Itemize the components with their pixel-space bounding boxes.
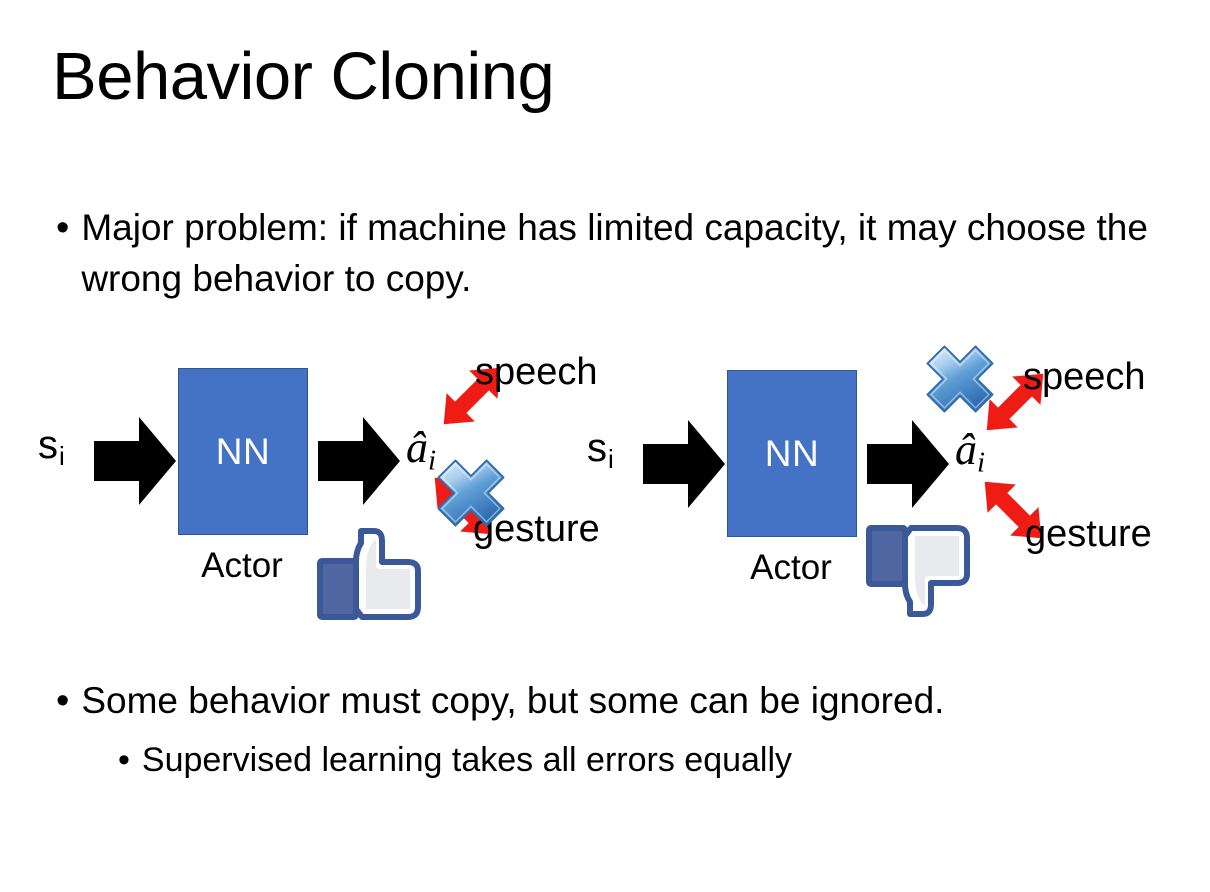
branch-label-right-gesture: gesture <box>1025 513 1152 555</box>
output-arrow-left-icon <box>318 417 400 505</box>
action-label-left: âi <box>406 423 437 477</box>
input-arrow-right-icon <box>643 420 725 508</box>
diagram-left: si NN Actor âi <box>30 340 630 630</box>
actor-label-right: Actor <box>750 548 832 587</box>
bullet-bottom-1: • Some behavior must copy, but some can … <box>56 675 1186 727</box>
actor-label-left: Actor <box>201 546 283 585</box>
bullet-marker-icon: • <box>118 741 130 779</box>
branch-arrow-right-speech-icon <box>967 354 1063 450</box>
cross-out-right-speech-icon <box>923 342 997 416</box>
bullet-bottom-1-text: Some behavior must copy, but some can be… <box>81 680 945 721</box>
diagram-right: si NN Actor âi <box>575 340 1200 630</box>
bullet-marker-icon: • <box>56 207 70 249</box>
bullet-marker-icon: • <box>56 680 70 722</box>
bullet-top: • Major problem: if machine has limited … <box>56 202 1156 304</box>
output-arrow-right-icon <box>867 420 949 508</box>
bullet-top-text: Major problem: if machine has limited ca… <box>81 207 1148 300</box>
branch-arrow-left-speech-icon <box>426 350 518 442</box>
thumbs-up-icon <box>314 525 426 625</box>
nn-box-right-label: NN <box>764 433 820 474</box>
nn-box-left-label: NN <box>215 431 271 472</box>
bullet-bottom-2: • Supervised learning takes all errors e… <box>118 737 1188 784</box>
cross-out-left-gesture-icon <box>434 456 508 530</box>
action-label-right: âi <box>955 425 986 479</box>
state-label-left: si <box>38 423 65 472</box>
branch-arrow-right-gesture-icon <box>965 462 1061 558</box>
nn-box-left: NN <box>178 368 308 535</box>
page-title: Behavior Cloning <box>52 39 555 114</box>
thumbs-down-icon <box>863 520 975 620</box>
state-label-right: si <box>587 426 614 475</box>
input-arrow-left-icon <box>94 417 176 505</box>
branch-label-right-speech: speech <box>1023 356 1146 398</box>
nn-box-right: NN <box>727 370 857 537</box>
branch-label-left-speech: speech <box>475 351 598 393</box>
bullet-bottom-2-text: Supervised learning takes all errors equ… <box>141 741 793 779</box>
